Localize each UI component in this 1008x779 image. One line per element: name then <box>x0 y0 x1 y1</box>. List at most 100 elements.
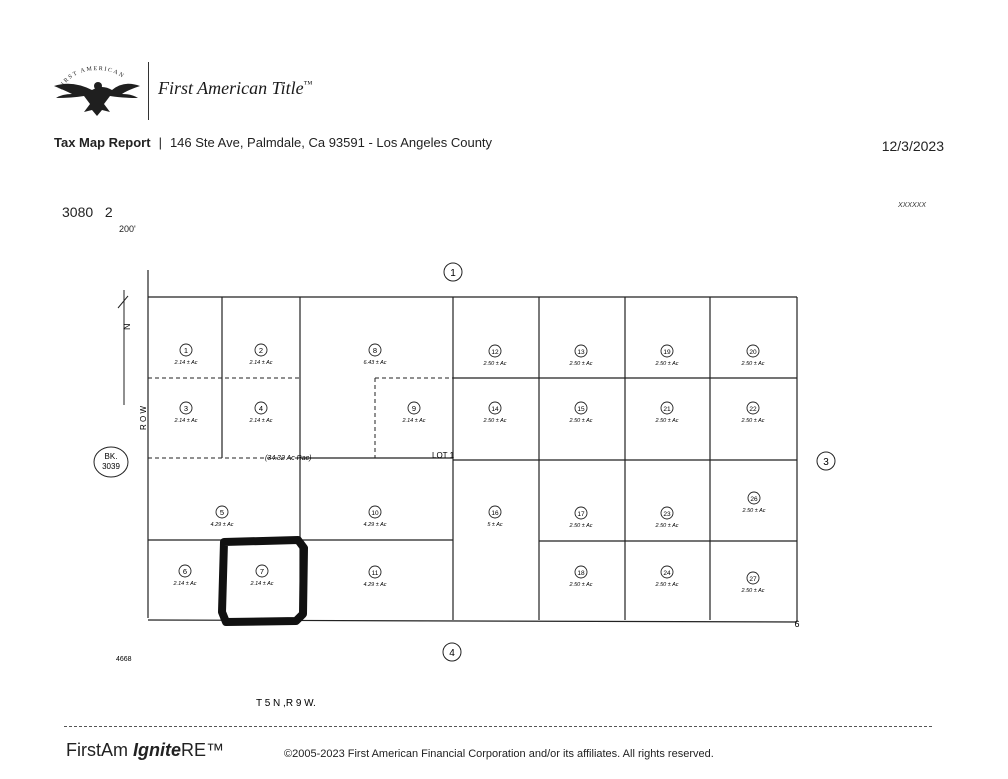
parcel-circle <box>407 401 421 415</box>
parcel-circle <box>574 506 588 520</box>
parcel-acreage: 2.50 ± Ac <box>655 523 679 529</box>
parcel-number: 14 <box>491 406 499 413</box>
highlighted-parcel-outline <box>218 536 308 626</box>
parcel-number: 21 <box>663 406 671 413</box>
parcel-number: 16 <box>491 510 499 517</box>
north-arrow-icon: N <box>117 290 132 375</box>
parcel-acreage: 2.50 ± Ac <box>569 361 593 367</box>
parcel-acreage: 2.50 ± Ac <box>569 418 593 424</box>
parcel-circle <box>178 564 192 578</box>
acreage-note: (34.32 Ac Rac) <box>265 455 311 462</box>
parcel-acreage: 2.50 ± Ac <box>742 508 766 514</box>
parcel-number: 15 <box>577 406 585 413</box>
parcel-number: 4 <box>259 404 263 413</box>
edge-circle-4-label: 4 <box>449 648 455 659</box>
parcel-24: 242.50 ± Ac <box>655 565 679 588</box>
parcel-18: 182.50 ± Ac <box>569 565 593 588</box>
parcel-number: 19 <box>663 349 671 356</box>
parcel-4: 4 2.14 ± Ac <box>249 401 273 424</box>
parcel-acreage: 2.50 ± Ac <box>655 418 679 424</box>
footer-brand-bold: Ignite <box>133 740 181 760</box>
map-header: 3080 2 200' <box>62 204 136 234</box>
parcel-16: 16 5 ± Ac <box>487 505 503 528</box>
parcel-acreage: 2.14 ± Ac <box>249 360 273 366</box>
parcel-circle <box>574 401 588 415</box>
parcel-acreage: 2.50 ± Ac <box>741 588 765 594</box>
map-number: 3080 <box>62 204 94 220</box>
parcel-acreage: 2.50 ± Ac <box>655 361 679 367</box>
report-date: 12/3/2023 <box>881 138 944 154</box>
parcel-acreage: 2.14 ± Ac <box>174 418 198 424</box>
parcel-number: 17 <box>577 511 585 518</box>
parcel-number: 3 <box>184 404 188 413</box>
parcel-27: 27 2.50 ± Ac <box>741 571 765 594</box>
parcel-12: 122.50 ± Ac <box>483 344 507 367</box>
map-sheet: 2 <box>104 204 113 220</box>
parcel-circle <box>254 401 268 415</box>
parcel-circle <box>488 505 502 519</box>
eagle-logo-icon: FIRST AMERICAN <box>52 60 142 127</box>
parcel-22: 222.50 ± Ac <box>741 401 765 424</box>
parcel-acreage: 6.43 ± Ac <box>364 360 387 366</box>
parcel-number: 13 <box>577 349 585 356</box>
parcel-circle <box>574 565 588 579</box>
parcel-5: 54.29 ± Ac <box>211 505 234 528</box>
parcel-6: 62.14 ± Ac <box>173 564 197 587</box>
parcel-acreage: 4.29 ± Ac <box>364 522 387 528</box>
parcel-14: 14 2.50 ± Ac <box>483 401 507 424</box>
book-ref-line2: 3039 <box>102 462 120 471</box>
parcel-number: 26 <box>750 496 758 503</box>
parcel-acreage: 5 ± Ac <box>487 522 503 528</box>
parcel-19: 19 2.50 ± Ac <box>655 344 679 367</box>
parcel-21: 21 2.50 ± Ac <box>655 401 679 424</box>
brand-trademark: ™ <box>303 79 313 89</box>
parcel-circle <box>488 344 502 358</box>
footer-brand: FirstAm IgniteRE™ <box>66 740 224 761</box>
parcel-circle <box>746 401 760 415</box>
bottom-left-number: 4668 <box>116 656 132 663</box>
footer-brand-prefix: FirstAm <box>66 740 133 760</box>
edge-circle-4: 4 <box>442 642 462 662</box>
brand-name-text: First American Title <box>158 78 304 98</box>
parcel-circle <box>368 505 382 519</box>
book-reference: BK. 3039 <box>93 446 129 478</box>
parcel-3: 3 2.14 ± Ac <box>174 401 198 424</box>
parcel-8: 86.43 ± Ac <box>364 343 387 366</box>
parcel-10: 104.29 ± Ac <box>364 505 387 528</box>
footer-brand-suffix: RE™ <box>181 740 225 760</box>
parcel-13: 13 2.50 ± Ac <box>569 344 593 367</box>
parcel-acreage: 2.14 ± Ac <box>249 418 273 424</box>
map-dashed-lines <box>148 297 453 459</box>
parcel-number: 27 <box>749 576 757 583</box>
parcel-number: 2 <box>259 346 263 355</box>
parcel-acreage: 2.50 ± Ac <box>741 361 765 367</box>
parcel-circle <box>368 565 382 579</box>
parcel-23: 232.50 ± Ac <box>655 506 679 529</box>
north-label: N <box>122 324 132 331</box>
parcel-circle <box>179 343 193 357</box>
parcel-circle <box>574 344 588 358</box>
parcel-acreage: 2.50 ± Ac <box>655 582 679 588</box>
parcel-number: 12 <box>491 349 499 356</box>
parcel-2: 2 2.14 ± Ac <box>249 343 273 366</box>
parcel-1: 1 2.14 ± Ac <box>174 343 198 366</box>
footer-copyright: ©2005-2023 First American Financial Corp… <box>284 748 714 760</box>
parcel-acreage: 2.50 ± Ac <box>483 418 507 424</box>
parcel-layer: 1 2.14 ± Ac 2 2.14 ± Ac 3 2.14 ± Ac 4 2.14 ± Ac… <box>173 343 766 594</box>
edge-circle-3: 3 <box>816 451 836 471</box>
parcel-number: 11 <box>372 570 379 577</box>
parcel-acreage: 2.14 ± Ac <box>174 360 198 366</box>
parcel-number: 1 <box>184 346 188 355</box>
lot-label: LOT 1 <box>432 451 455 460</box>
parcel-circle <box>215 505 229 519</box>
parcel-circle <box>179 401 193 415</box>
footer-rule <box>64 726 932 727</box>
parcel-number: 22 <box>749 406 757 413</box>
parcel-circle <box>746 344 760 358</box>
parcel-15: 15 2.50 ± Ac <box>569 401 593 424</box>
parcel-acreage: 4.29 ± Ac <box>364 582 387 588</box>
report-address: 146 Ste Ave, Palmdale, Ca 93591 - Los An… <box>169 135 493 150</box>
parcel-acreage: 2.14 ± Ac <box>173 581 197 587</box>
parcel-number: 18 <box>577 570 585 577</box>
parcel-circle <box>660 506 674 520</box>
